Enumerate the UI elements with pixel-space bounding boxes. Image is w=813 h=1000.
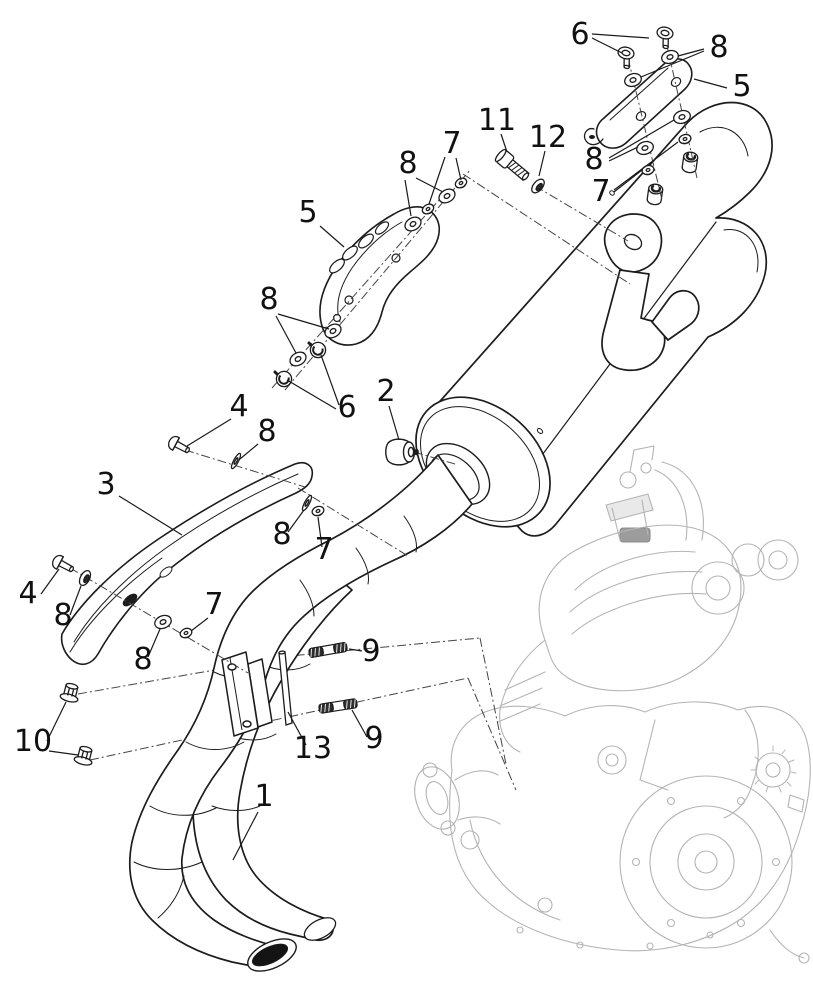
callout-leader — [591, 33, 650, 39]
heat-shield-plate-upper — [583, 58, 693, 149]
callout-leader — [275, 315, 297, 354]
callout-label-bolt-washer: 12 — [529, 120, 567, 155]
engine-ghost-drawing — [414, 445, 811, 964]
callout-leader — [319, 225, 345, 248]
callout-leader — [348, 648, 363, 652]
callout-label-button-head-screws-top: 6 — [570, 17, 589, 52]
callout-label-shield-screw-lower: 4 — [18, 576, 37, 611]
callout-label-washer-strip-right: 8 — [272, 517, 291, 552]
callout-label-socket-head-bolt: 11 — [478, 103, 516, 138]
callout-leader — [415, 177, 444, 193]
bolt-11 — [494, 148, 530, 182]
nut-2 — [385, 438, 419, 466]
callout-leader — [190, 617, 209, 632]
callout-label-washers-mid-stack: 8 — [398, 146, 417, 181]
stud-9 — [307, 641, 349, 659]
callout-leader — [239, 443, 259, 460]
callout-label-washer-strip-mid: 8 — [133, 642, 152, 677]
stud-9 — [317, 697, 359, 715]
screw-6 — [653, 25, 675, 50]
callout-leader — [693, 78, 728, 89]
heat-shield-strip — [60, 461, 314, 666]
callout-label-flange-pin: 13 — [294, 731, 332, 766]
callout-leader — [591, 37, 623, 54]
screw-6 — [273, 369, 294, 389]
callout-label-exhaust-stud-lower: 9 — [364, 721, 383, 756]
callout-label-flange-nuts: 10 — [14, 724, 52, 759]
callout-label-grommets-mid-stack: 7 — [442, 126, 461, 161]
callout-label-grommet-strip-right: 7 — [314, 532, 333, 567]
callout-leader — [286, 379, 337, 410]
callout-leader — [287, 711, 307, 746]
callout-leader — [46, 701, 67, 742]
callout-leader — [608, 146, 639, 162]
callout-leader — [147, 628, 161, 658]
callout-leader — [320, 354, 340, 406]
callout-label-grommet-strip-mid: 7 — [204, 587, 223, 622]
flange-pin — [278, 650, 293, 726]
callout-label-exhaust-stud-upper: 9 — [361, 634, 380, 669]
screw-6 — [614, 45, 636, 70]
callout-leader — [677, 48, 705, 57]
screw-4 — [49, 552, 77, 577]
callout-label-mounting-nut: 2 — [376, 374, 395, 409]
callout-leader — [640, 50, 705, 78]
callout-label-heat-shield-strip: 3 — [96, 467, 115, 502]
callout-leader — [186, 418, 232, 447]
callout-label-washers-top: 8 — [709, 30, 728, 65]
callout-leader — [232, 811, 259, 861]
callout-leader — [277, 313, 330, 330]
grommet-7 — [310, 504, 326, 519]
callout-leader — [317, 516, 323, 548]
callout-leader — [613, 141, 679, 191]
callout-label-heat-shield-plate-upper: 5 — [732, 69, 751, 104]
callout-label-heat-shield-plate-mid: 5 — [298, 195, 317, 230]
washer-8 — [634, 138, 656, 158]
callout-leader-lines — [40, 33, 728, 861]
callout-leader — [40, 568, 60, 595]
grommet-7 — [178, 626, 194, 641]
callout-leader — [538, 150, 546, 177]
front-header-pipe — [129, 454, 473, 972]
exhaust-flange — [221, 651, 273, 737]
callout-leader — [351, 709, 368, 738]
callout-label-washer-side-upper: 8 — [257, 414, 276, 449]
washer-8 — [286, 348, 310, 370]
callout-leader — [287, 509, 305, 533]
screw-6 — [307, 340, 328, 360]
muffler-bracket — [601, 213, 700, 372]
callout-leader — [455, 157, 462, 181]
callout-label-washers-mid-lower: 8 — [259, 282, 278, 317]
washer-12 — [528, 176, 548, 196]
centerlines-behind — [77, 637, 517, 791]
callout-label-washer-strip-left: 8 — [53, 598, 72, 633]
washer-8 — [152, 612, 174, 632]
callout-leader — [48, 750, 79, 756]
callout-label-grommets-muffler-top: 7 — [591, 174, 610, 209]
callout-leader — [404, 179, 412, 217]
callout-label-button-head-screws-mid: 6 — [337, 390, 356, 425]
muffler-bushing — [680, 150, 700, 175]
callout-leader — [69, 585, 82, 616]
callout-leader — [613, 169, 643, 193]
callout-label-shield-screw-upper: 4 — [229, 389, 248, 424]
washer-8 — [300, 493, 314, 513]
callout-leader — [608, 119, 675, 159]
callout-label-washers-muffler-top: 8 — [584, 142, 603, 177]
callout-label-exhaust-header-pipe: 1 — [254, 779, 273, 814]
callout-leader — [500, 133, 508, 153]
callout-leader — [388, 405, 400, 441]
callout-leader — [428, 156, 446, 205]
nut-10 — [58, 681, 82, 705]
washer-8 — [76, 568, 94, 588]
callout-leader — [118, 495, 183, 536]
nut-10 — [72, 744, 96, 768]
